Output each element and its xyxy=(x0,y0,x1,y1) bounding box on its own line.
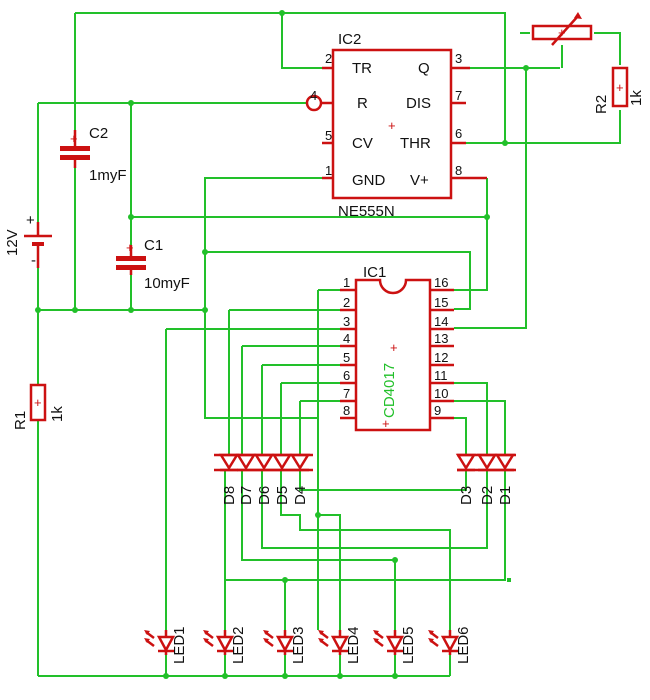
ic2-name: IC2 xyxy=(338,31,361,48)
diode-label: D6 xyxy=(256,486,273,505)
ic2-pin7-num: 7 xyxy=(455,88,462,103)
ic2-ne555: IC2 NE555N + 2 4 5 1 3 7 6 8 TR R CV GND… xyxy=(305,31,487,220)
diode-label: D7 xyxy=(238,486,255,505)
battery-12v: + - 12V xyxy=(4,212,52,269)
ic1-pin-num: 10 xyxy=(434,386,448,401)
c1-value: 10myF xyxy=(144,275,190,292)
diode-d6: D6 xyxy=(253,453,275,505)
diode-label: D2 xyxy=(479,486,496,505)
ic1-pin-num: 13 xyxy=(434,331,448,346)
wires xyxy=(37,12,621,677)
c1-name: C1 xyxy=(144,237,163,254)
led-3: LED3 xyxy=(263,626,307,664)
ic2-pin4-num: 4 xyxy=(310,88,317,103)
wire-end-marker xyxy=(507,578,511,582)
battery-plus: + xyxy=(26,212,35,229)
svg-text:+: + xyxy=(390,340,398,355)
ic2-pin-gnd: GND xyxy=(352,172,386,189)
svg-text:+: + xyxy=(558,25,566,40)
ic2-pin2-num: 2 xyxy=(325,51,332,66)
ic2-pin-cv: CV xyxy=(352,135,373,152)
led-label: LED3 xyxy=(290,626,307,664)
r1-name: R1 xyxy=(12,411,29,430)
junction-dots xyxy=(35,10,529,679)
ic1-pin-num: 2 xyxy=(343,295,350,310)
ic1-part: CD4017 xyxy=(381,363,398,418)
led-5: LED5 xyxy=(373,626,417,664)
ic1-pin-num: 9 xyxy=(434,403,441,418)
ic1-pin-num: 8 xyxy=(343,403,350,418)
led-2: LED2 xyxy=(203,626,247,664)
r1-value: 1k xyxy=(49,406,66,422)
diode-d3: D3 xyxy=(455,453,477,505)
ic1-pin-num: 5 xyxy=(343,350,350,365)
ic2-part: NE555N xyxy=(338,203,395,220)
battery-minus: - xyxy=(31,252,36,269)
diode-label: D5 xyxy=(274,486,291,505)
capacitor-c2: + C2 1myF xyxy=(60,125,127,184)
diode-d5: D5 xyxy=(271,453,293,505)
led-label: LED5 xyxy=(400,626,417,664)
ic1-pin-num: 14 xyxy=(434,314,448,329)
r2-name: R2 xyxy=(593,95,610,114)
r2-value: 1k xyxy=(628,90,645,106)
led-label: LED2 xyxy=(230,626,247,664)
ic1-pin-num: 6 xyxy=(343,368,350,383)
ic1-pin-num: 15 xyxy=(434,295,448,310)
led-label: LED1 xyxy=(171,626,188,664)
ic2-pin-q: Q xyxy=(418,60,430,77)
led-6: LED6 xyxy=(428,626,472,664)
diode-d7: D7 xyxy=(235,453,257,505)
potentiometer: + xyxy=(531,12,593,46)
diode-label: D8 xyxy=(221,486,238,505)
svg-text:+: + xyxy=(126,240,134,255)
diode-label: D3 xyxy=(458,486,475,505)
resistor-r1: + R1 1k xyxy=(12,383,66,430)
ic1-pin-num: 4 xyxy=(343,331,350,346)
battery-voltage: 12V xyxy=(4,229,21,256)
ic2-pin6-num: 6 xyxy=(455,126,462,141)
ic2-pin8-num: 8 xyxy=(455,163,462,178)
ic2-pin-vplus: V+ xyxy=(410,172,429,189)
diode-d4: D4 xyxy=(289,453,311,505)
ic2-pin-dis: DIS xyxy=(406,95,431,112)
ic2-pin-tr: TR xyxy=(352,60,372,77)
ic1-pin-num: 16 xyxy=(434,275,448,290)
ic2-pin-thr: THR xyxy=(400,135,431,152)
svg-text:+: + xyxy=(616,80,624,95)
ic1-pin-num: 1 xyxy=(343,275,350,290)
ic1-pin-num: 11 xyxy=(434,368,448,383)
svg-text:+: + xyxy=(388,118,396,133)
ic2-pin3-num: 3 xyxy=(455,51,462,66)
diode-d1: D1 xyxy=(494,453,516,505)
ic2-pin-r: R xyxy=(357,95,368,112)
led-label: LED6 xyxy=(455,626,472,664)
svg-text:+: + xyxy=(70,131,78,146)
diode-d8: D8 xyxy=(218,453,240,505)
led-label: LED4 xyxy=(345,626,362,664)
led-1: LED1 xyxy=(144,626,188,664)
diode-d2: D2 xyxy=(476,453,498,505)
svg-text:+: + xyxy=(382,416,390,431)
ic2-pin1-num: 1 xyxy=(325,163,332,178)
ic2-pin5-num: 5 xyxy=(325,128,332,143)
diode-label: D4 xyxy=(292,486,309,505)
resistor-r2: + R2 1k xyxy=(593,66,645,114)
ic1-pin-num: 12 xyxy=(434,350,448,365)
svg-text:+: + xyxy=(34,395,42,410)
c2-value: 1myF xyxy=(89,167,127,184)
ic1-pin-num: 3 xyxy=(343,314,350,329)
c2-name: C2 xyxy=(89,125,108,142)
led-4: LED4 xyxy=(318,626,362,664)
capacitor-c1: + C1 10myF xyxy=(116,237,190,292)
ic1-pin-num: 7 xyxy=(343,386,350,401)
led-group: LED1 LED2 LED3 LED4 LED5 LED6 xyxy=(144,626,472,664)
ic1-name: IC1 xyxy=(363,264,386,281)
diode-label: D1 xyxy=(497,486,514,505)
